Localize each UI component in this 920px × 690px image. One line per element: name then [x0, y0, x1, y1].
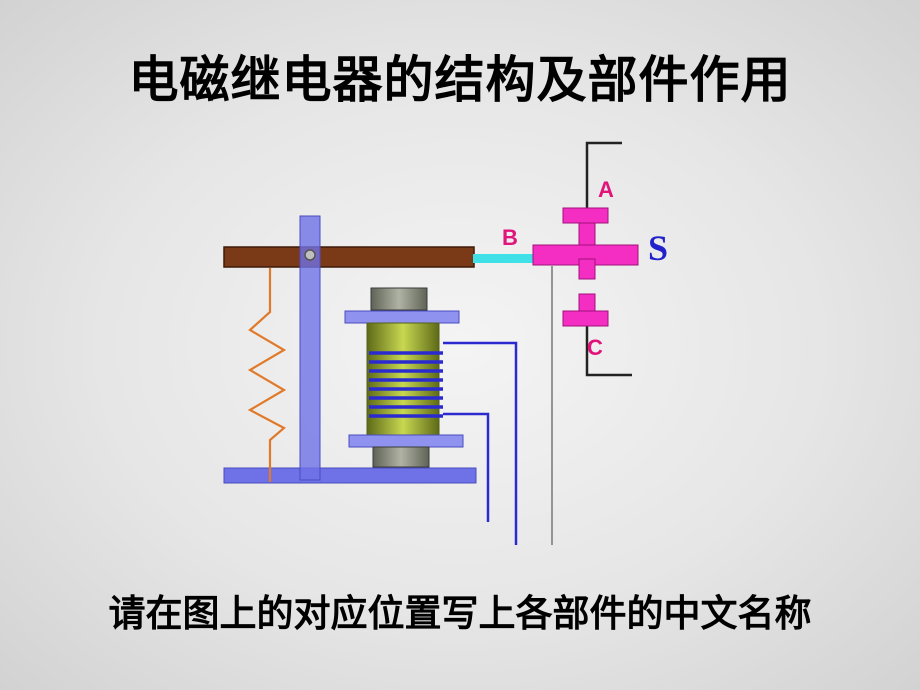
terminal-a-wire	[585, 141, 622, 225]
link-b	[473, 254, 533, 263]
coil-lead-inner	[443, 412, 490, 522]
label-b: B	[502, 225, 518, 250]
upper-flange	[344, 310, 460, 324]
core-bottom	[372, 446, 430, 468]
label-a: A	[598, 177, 614, 202]
slide-title: 电磁继电器的结构及部件作用	[128, 51, 792, 109]
lower-flange	[348, 434, 464, 448]
armature	[223, 246, 475, 268]
pivot	[304, 249, 316, 261]
base-plate	[223, 467, 477, 484]
static-contact-c	[562, 310, 609, 327]
coil-lead-outer	[443, 341, 518, 545]
label-c: C	[587, 335, 603, 360]
moving-contact-tip	[578, 258, 596, 280]
return-spring	[247, 268, 287, 482]
core-top	[370, 287, 428, 311]
support-post	[299, 215, 321, 481]
static-contact-a-tip	[578, 222, 596, 246]
terminal-c-wire	[585, 310, 632, 377]
label-s: S	[648, 228, 668, 268]
static-contact-a	[562, 207, 609, 224]
static-contact-c-tip	[578, 293, 596, 313]
coil-windings	[369, 351, 443, 418]
instruction-caption: 请在图上的对应位置写上各部件的中文名称	[108, 592, 812, 635]
